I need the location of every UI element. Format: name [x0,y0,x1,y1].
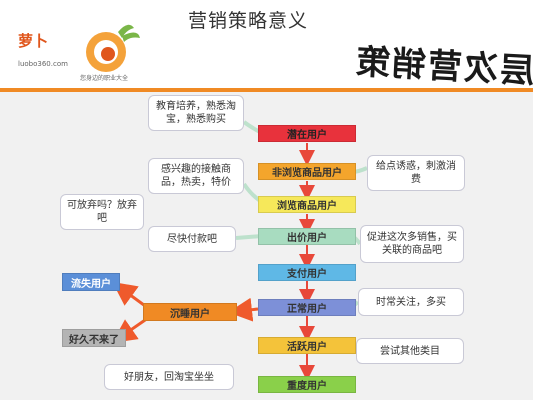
churned-users-box: 流失用户 [62,273,120,291]
note-interest: 感兴趣的接触商品，热卖，特价 [148,158,244,194]
note-follow: 时常关注，多买 [358,288,464,316]
note-educate: 教育培养，熟悉淘宝，熟悉购买 [148,95,244,131]
page-title: 营销策略意义 [188,10,309,32]
note-pay-soon: 尽快付款吧 [148,226,236,252]
logo: 萝卜 luobo360.com 您身边的职业大全 [8,14,168,82]
note-upsell: 促进这次多销售，买关联的商品吧 [360,225,464,263]
logo-url: luobo360.com [18,60,68,68]
stage-7: 活跃用户 [258,337,356,354]
stage-6: 正常用户 [258,299,356,316]
stage-2: 非浏览商品用户 [258,163,356,180]
sleeping-users-box: 沉睡用户 [143,303,237,321]
stage-8: 重度用户 [258,376,356,393]
stage-3: 浏览商品用户 [258,196,356,213]
stage-1: 潜在用户 [258,125,356,142]
divider [0,88,533,92]
logo-name: 萝卜 [18,32,49,50]
stage-5: 支付用户 [258,264,356,281]
note-friend: 好朋友，回淘宝坐坐 [104,364,234,390]
stage-4: 出价用户 [258,228,356,245]
long-absent-box: 好久不来了 [62,329,126,347]
note-abandon: 可放弃吗？放弃吧 [60,194,144,230]
logo-tagline: 您身边的职业大全 [80,75,129,82]
note-try-other: 尝试其他类目 [356,338,464,364]
logo-carrot-icon [86,24,140,72]
note-temptation: 给点诱惑，刺激消费 [367,155,465,191]
